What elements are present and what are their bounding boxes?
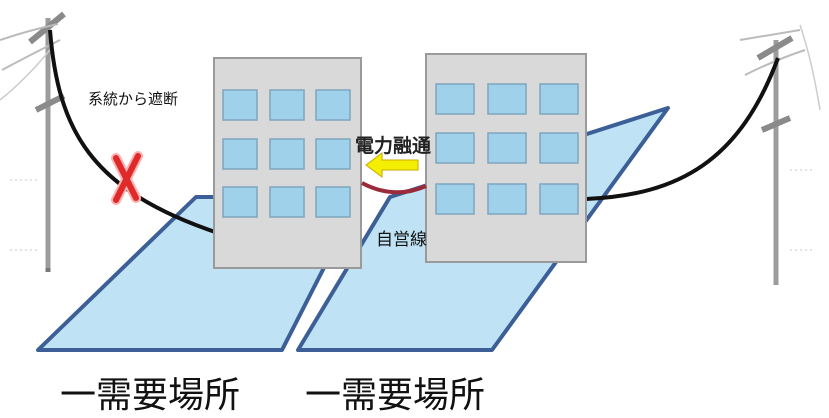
building-right bbox=[425, 53, 587, 263]
utility-pole-icon bbox=[739, 24, 821, 285]
private-line-cable bbox=[361, 181, 427, 195]
building-left bbox=[213, 57, 362, 269]
utility-pole-icon bbox=[0, 11, 66, 272]
private-line-label: 自営線 bbox=[376, 230, 427, 250]
arrow-left-icon bbox=[365, 152, 419, 178]
grid-cable-left bbox=[48, 29, 219, 235]
isolated-from-grid-label: 系統から遮断 bbox=[88, 90, 179, 108]
site-right-label: 一需要場所 bbox=[305, 375, 486, 416]
site-left-label: 一需要場所 bbox=[60, 375, 241, 416]
grid-cable-right bbox=[585, 57, 780, 201]
power-interchange-label: 電力融通 bbox=[355, 135, 432, 157]
x-mark-icon bbox=[111, 151, 143, 205]
